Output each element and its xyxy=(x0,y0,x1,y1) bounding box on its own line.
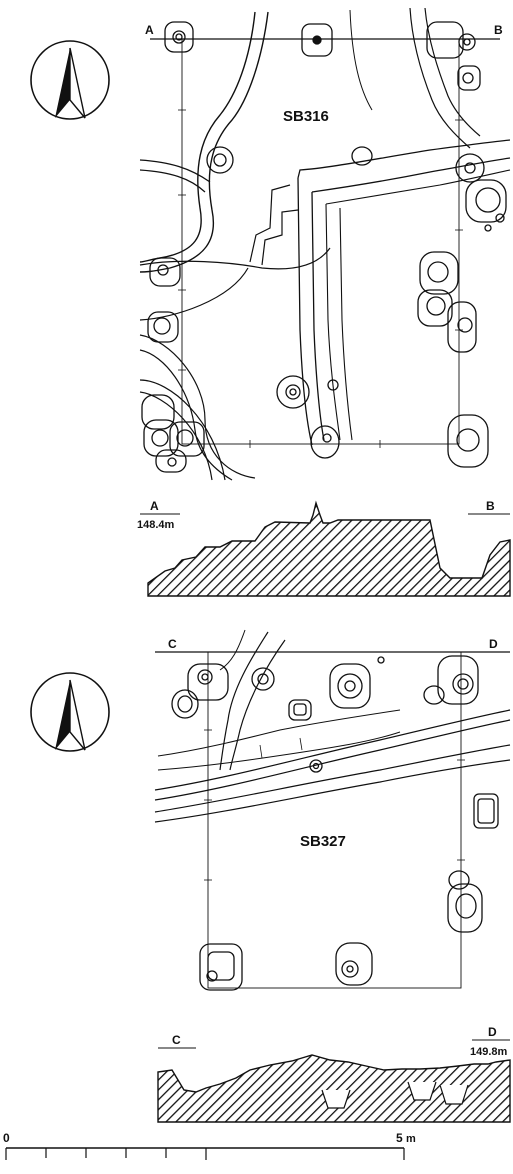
scale-bar: 0 5 m xyxy=(3,1131,416,1160)
plan-label-sb327: SB327 xyxy=(300,833,346,850)
section-label-d: D xyxy=(488,1025,497,1039)
scale-zero-label: 0 xyxy=(3,1131,10,1145)
plan-sb327 xyxy=(154,629,511,991)
plan-sb316 xyxy=(139,7,511,481)
section-c-d: C D 149.8m xyxy=(157,1025,511,1123)
section1-elevation: 148.4m xyxy=(137,519,175,531)
section-a-b: A 148.4m B xyxy=(137,499,511,597)
north-arrow-icon-1 xyxy=(30,40,110,120)
scale-unit-label: m xyxy=(406,1133,416,1145)
point-label-d: D xyxy=(489,637,498,651)
section-label-a: A xyxy=(150,499,159,513)
section2-elevation: 149.8m xyxy=(470,1046,508,1058)
point-label-a: A xyxy=(145,23,154,37)
point-label-b: B xyxy=(494,23,503,37)
plan-label-sb316: SB316 xyxy=(283,108,329,125)
point-label-c: C xyxy=(168,637,177,651)
section-label-b: B xyxy=(486,499,495,513)
section-label-c: C xyxy=(172,1033,181,1047)
north-arrow-icon-2 xyxy=(30,672,110,752)
scale-five-label: 5 xyxy=(396,1131,403,1145)
